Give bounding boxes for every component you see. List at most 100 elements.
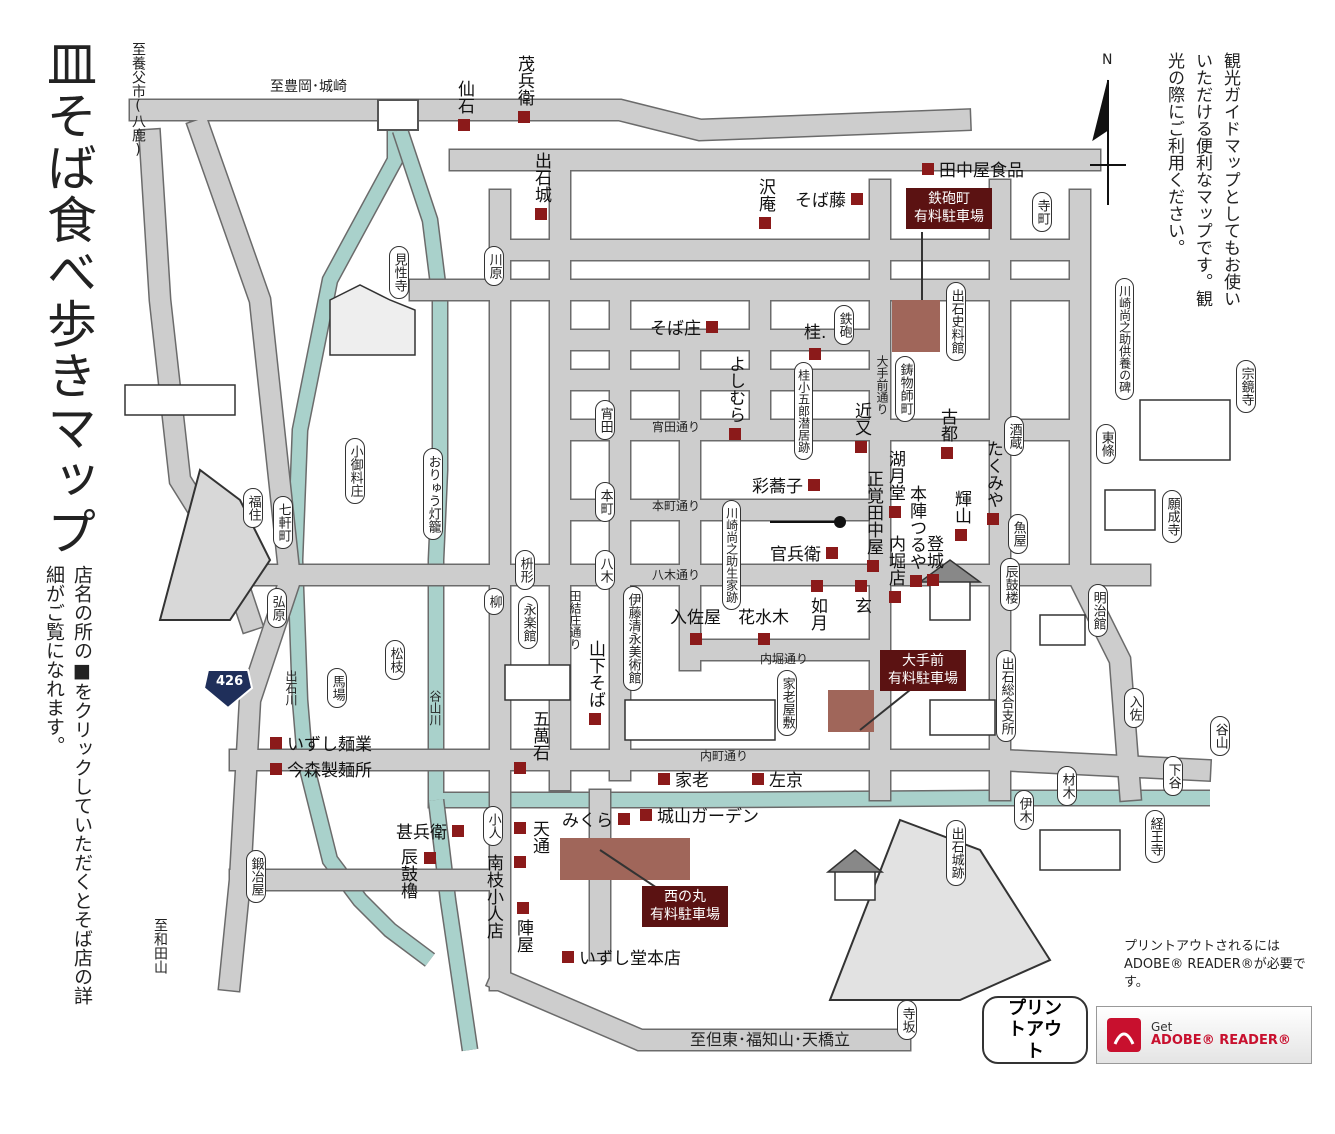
shop-marker[interactable] (922, 162, 934, 175)
shop-marker[interactable] (588, 713, 601, 725)
shop-marker[interactable] (888, 591, 901, 603)
shop-kodo[interactable]: 湖月堂 (885, 450, 905, 518)
shop-mikura[interactable]: みくら (562, 806, 630, 831)
shop-izushimengyo[interactable]: いずし麺業 (270, 730, 372, 755)
shop-yoshimura[interactable]: よしむら (725, 355, 745, 440)
shop-marker[interactable] (562, 950, 574, 963)
shop-marker[interactable] (926, 574, 939, 586)
shop-gen[interactable]: 玄 (851, 580, 871, 614)
shop-takumiya[interactable]: たくみや (983, 440, 1003, 525)
shop-marker[interactable] (986, 513, 999, 525)
shop-marker[interactable] (909, 575, 922, 587)
shop-shiroyama[interactable]: 城山ガーデン (640, 802, 759, 827)
shop-uchibori[interactable]: 内堀店 (885, 535, 905, 603)
shop-marker[interactable] (516, 902, 529, 914)
shop-sakyo[interactable]: 左京 (752, 766, 803, 791)
place-irisa: 入佐 (1124, 688, 1144, 728)
shop-kisaragi[interactable]: 如月 (807, 580, 827, 631)
place-igi: 伊木 (1014, 790, 1034, 830)
shop-marker[interactable] (517, 111, 530, 123)
shop-gomangoku[interactable]: 五萬石 (529, 710, 549, 761)
shop-marker[interactable] (854, 580, 867, 592)
route-426-shield (202, 669, 254, 710)
shop-shinkoro-marker[interactable] (424, 852, 436, 864)
shop-yamashita[interactable]: 山下そば (585, 640, 605, 725)
shop-marker[interactable] (270, 762, 282, 775)
shop-gomangoku-marker[interactable] (514, 762, 526, 774)
shop-saikyo[interactable]: 彩蕎子 (752, 472, 820, 497)
shop-katsura[interactable]: 桂. (804, 318, 826, 360)
shop-irisaya[interactable]: 入佐屋 (670, 603, 721, 645)
place-yanagi: 柳 (484, 588, 504, 615)
shop-marker[interactable] (954, 529, 967, 541)
shop-jinya[interactable]: 陣屋 (513, 902, 533, 953)
shop-kaki[interactable]: 家老 (658, 766, 709, 791)
adobe-reader-badge[interactable]: Get ADOBE® READER® (1096, 1006, 1312, 1064)
shop-marker[interactable] (534, 208, 547, 220)
shop-sawaan[interactable]: 沢庵 (755, 178, 775, 229)
shop-marker[interactable] (854, 441, 867, 453)
parking-nishi[interactable]: 西の丸 有料駐車場 (642, 886, 728, 927)
shop-marker[interactable] (810, 580, 823, 592)
shop-shokaku[interactable]: 正覚田中屋 (863, 470, 883, 572)
place-kawasaki-kuyo: 川崎尚之助供養の碑 (1115, 278, 1134, 400)
shop-marker[interactable] (940, 447, 953, 459)
parking-teppo[interactable]: 鉄砲町 有料駐車場 (906, 188, 992, 229)
shop-marker[interactable] (866, 560, 879, 572)
adobe-get: Get (1151, 1020, 1173, 1035)
street-sakaiyu: 田結庄通り (568, 590, 582, 650)
shop-marker[interactable] (752, 772, 764, 785)
shop-marker[interactable] (851, 192, 863, 205)
shop-marker[interactable] (270, 736, 282, 749)
shop-sobasho[interactable]: そば庄 (650, 314, 718, 339)
place-sokyoji: 宗鏡寺 (1236, 360, 1256, 413)
shop-honjin[interactable]: 本陣つるや (906, 485, 926, 587)
shop-marker[interactable] (809, 348, 822, 360)
rivers (286, 120, 1210, 1052)
shop-kanbee[interactable]: 官兵衛 (770, 540, 838, 565)
shop-shinkoro[interactable]: 辰鼓櫓 (397, 848, 417, 899)
shop-marker[interactable] (640, 808, 652, 821)
shop-koto[interactable]: 古都 (937, 408, 957, 459)
shop-marker[interactable] (808, 478, 820, 491)
shop-izushijo[interactable]: 出石城 (531, 152, 551, 220)
place-terasaka: 寺坂 (897, 1000, 917, 1040)
adobe-logo-icon (1107, 1018, 1141, 1052)
shop-izushido[interactable]: いずし堂本店 (562, 944, 681, 969)
shop-marker[interactable] (757, 633, 770, 645)
shop-mohee[interactable]: 茂兵衛 (514, 55, 534, 123)
shop-tentsu-marker[interactable] (514, 822, 526, 834)
shop-tojo[interactable]: 登城 (923, 535, 943, 586)
shop-marker[interactable] (758, 217, 771, 229)
shop-marker[interactable] (888, 506, 901, 518)
shop-sengoku[interactable]: 仙石 (454, 80, 474, 131)
print-button[interactable]: プリントアウト (982, 996, 1088, 1064)
shop-marker[interactable] (826, 546, 838, 559)
parking-otemae[interactable]: 大手前 有料駐車場 (880, 650, 966, 691)
shop-marker[interactable] (658, 772, 670, 785)
shop-tentsu[interactable]: 天通 (529, 820, 549, 854)
place-shinkoro: 辰鼓楼 (1000, 558, 1020, 611)
shop-marker[interactable] (457, 119, 470, 131)
place-zaimoku: 材木 (1057, 766, 1077, 806)
place-kenshoji: 見性寺 (389, 246, 409, 299)
shop-kozan[interactable]: 輝山 (951, 490, 971, 541)
shop-ommata[interactable]: 近又 (851, 402, 871, 453)
shop-marker[interactable] (689, 633, 702, 645)
shop-marker[interactable] (618, 812, 630, 825)
shop-sobafuji[interactable]: そば藤 (795, 186, 863, 211)
place-kyoji: 経王寺 (1145, 810, 1165, 863)
shop-nanshi[interactable]: 南枝小人店 (483, 854, 503, 939)
shop-kasuiboku[interactable]: 花水木 (738, 603, 789, 645)
shop-marker[interactable] (706, 320, 718, 333)
print-label: プリントアウト (1008, 997, 1062, 1062)
place-karo-yashiki: 家老屋敷 (777, 670, 797, 736)
mountain-west (158, 468, 272, 621)
shop-marker[interactable] (728, 428, 741, 440)
street-uchimachi: 内町通り (700, 749, 749, 763)
shop-marker[interactable] (452, 824, 464, 837)
shop-tanakaya-foods[interactable]: 田中屋食品 (922, 156, 1024, 181)
shop-jinbee[interactable]: 甚兵衛 (396, 818, 464, 843)
shop-imamori[interactable]: 今森製麺所 (270, 756, 372, 781)
shop-tentsu-marker-2[interactable] (514, 856, 526, 868)
